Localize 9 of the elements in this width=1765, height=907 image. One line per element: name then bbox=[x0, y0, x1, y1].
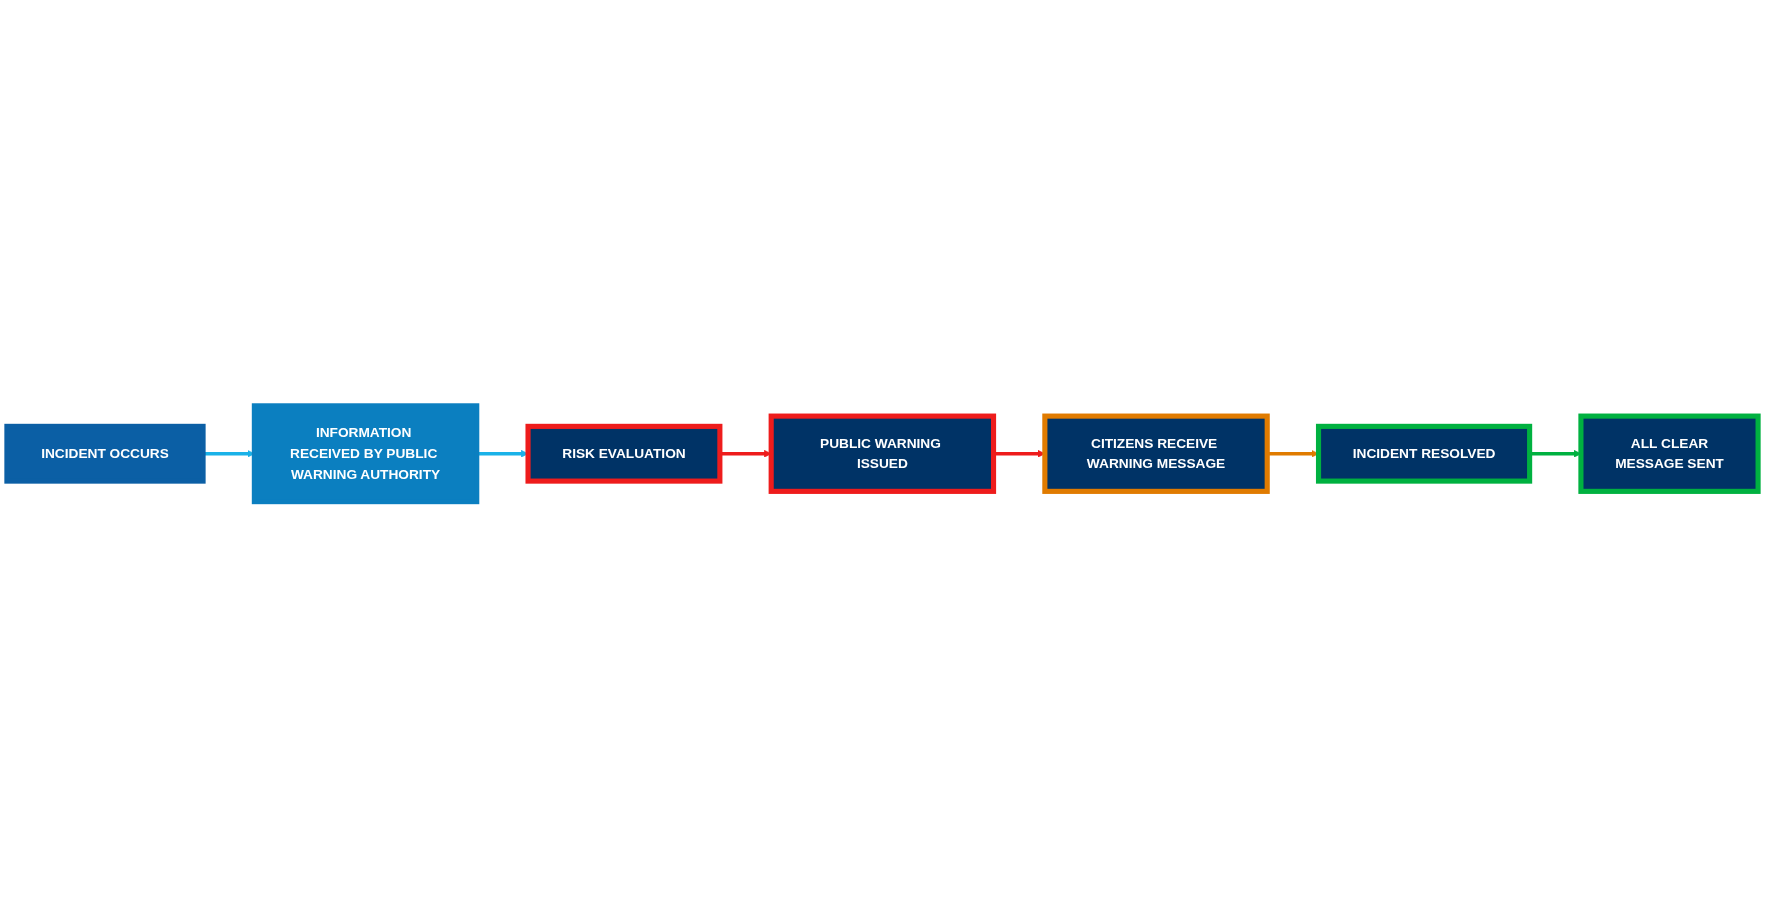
arrow bbox=[203, 449, 255, 458]
arrow bbox=[1267, 449, 1319, 458]
node-box: INFORMATION RECEIVED BY PUBLIC WARNING AUTHORITY bbox=[251, 403, 480, 504]
node-box: INCIDENT RESOLVED bbox=[1315, 423, 1533, 484]
node-box: INCIDENT OCCURS bbox=[4, 423, 206, 484]
node-box: RISK EVALUATION bbox=[525, 423, 723, 484]
node-box: PUBLIC WARNING ISSUED bbox=[768, 413, 997, 494]
node-box: CITIZENS RECEIVE WARNING MESSAGE bbox=[1042, 413, 1270, 494]
node-box: ALL CLEAR MESSAGE SENT bbox=[1578, 413, 1761, 494]
